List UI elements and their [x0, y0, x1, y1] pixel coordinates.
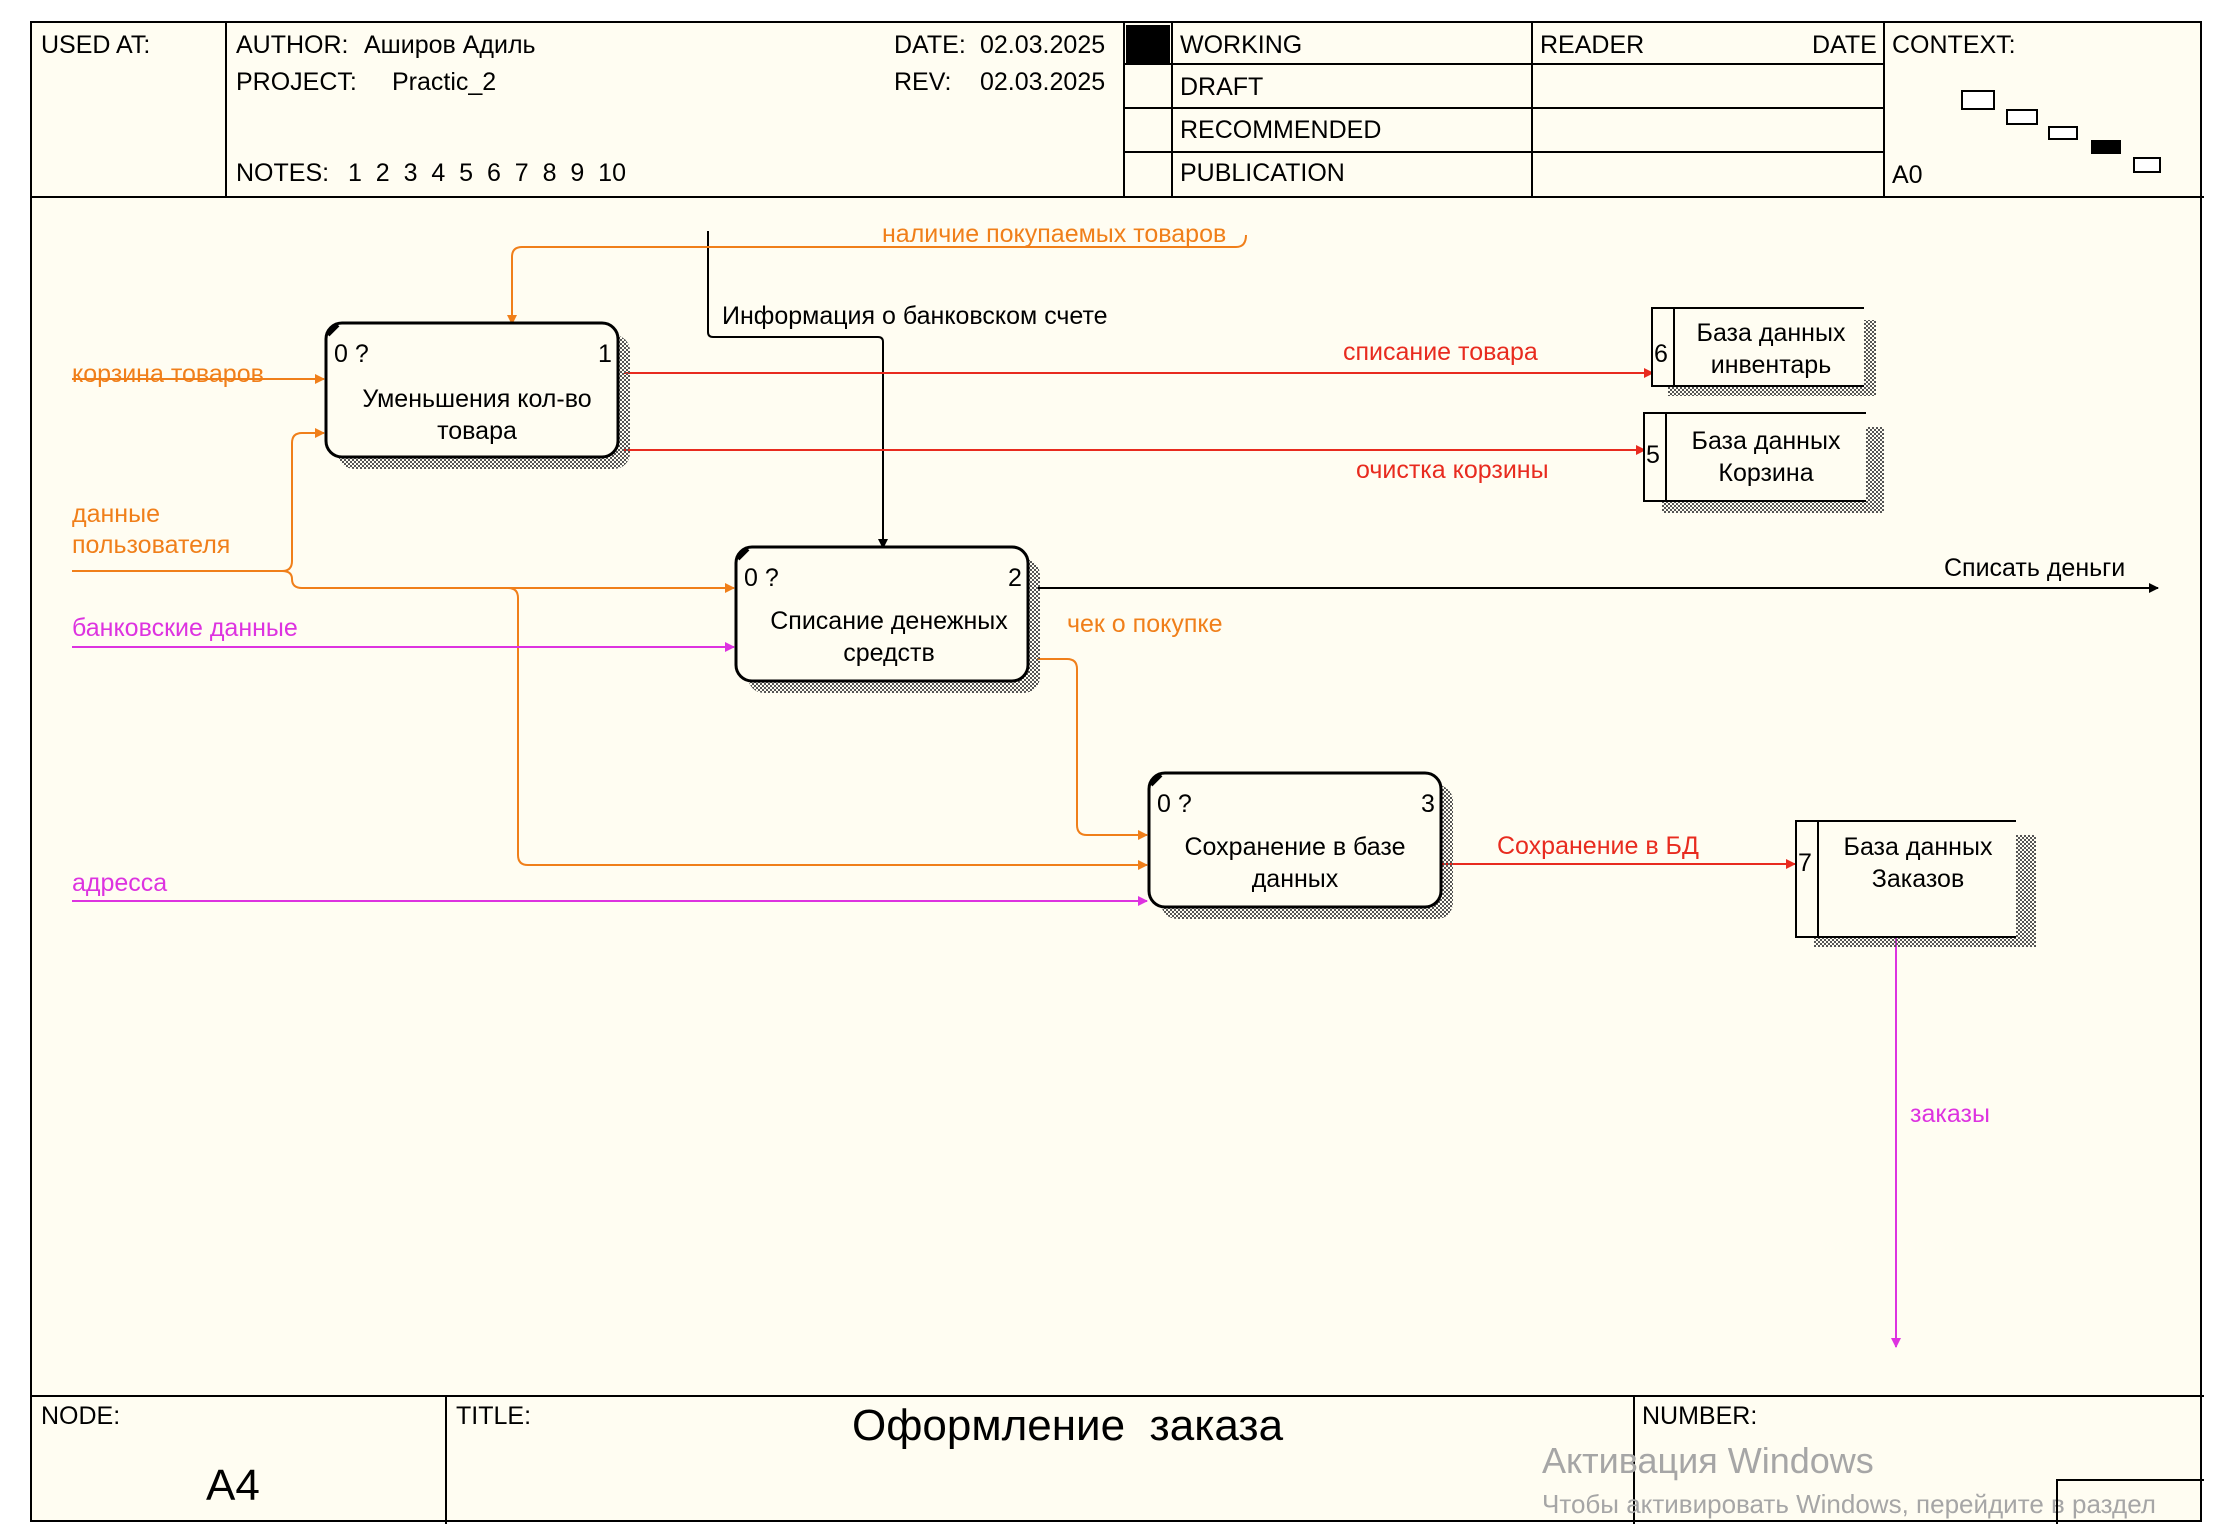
label-dannye-2: пользователя	[72, 531, 231, 559]
project-value: Practic_2	[392, 68, 497, 96]
status-working: WORKING	[1180, 31, 1303, 59]
date-label: DATE:	[894, 31, 966, 59]
activity-box-2[interactable]	[734, 545, 1040, 693]
store-7-label: База данных Заказов	[1843, 833, 1993, 893]
activity-box-1[interactable]	[324, 321, 630, 469]
number-label: NUMBER:	[1642, 1402, 1758, 1430]
project-label: PROJECT:	[236, 68, 357, 96]
label-nalichie: наличие покупаемых товаров	[882, 220, 1227, 248]
node-value: A4	[206, 1461, 260, 1510]
notes-label: NOTES:	[236, 159, 330, 187]
context-label: CONTEXT:	[1892, 31, 2016, 59]
diagram-title: Оформление заказа	[852, 1401, 1284, 1450]
data-store-5[interactable]	[1643, 412, 1884, 513]
store-5-label: База данных Корзина	[1691, 427, 1841, 487]
rev-value: 02.03.2025	[980, 68, 1106, 96]
status-recommended: RECOMMENDED	[1180, 116, 1382, 144]
activity-box-3[interactable]	[1147, 771, 1453, 919]
label-bank-data: банковские данные	[72, 614, 298, 642]
activity-2-corner: 0 ?	[744, 564, 779, 592]
label-spisanie-tovara: списание товара	[1343, 338, 1538, 366]
store-7-number: 7	[1798, 849, 1812, 877]
context-thumbnail	[1961, 90, 2161, 173]
activity-1-number: 1	[598, 340, 612, 368]
orange-arrows	[72, 234, 1247, 870]
arrow-nalichie	[507, 234, 1247, 325]
label-spisat-dengi: Списать деньги	[1944, 554, 2126, 582]
activity-1-label: Уменьшения кол-во товара	[362, 385, 592, 445]
author-label: AUTHOR:	[236, 31, 349, 59]
data-store-6[interactable]	[1651, 307, 1876, 396]
label-save-db: Сохранение в БД	[1497, 832, 1699, 860]
activity-3-label: Сохранение в базе данных	[1184, 833, 1406, 893]
label-adresa: адресса	[72, 869, 168, 897]
activity-2-label: Списание денежных средств	[770, 607, 1008, 667]
arrow-dannye-to-2	[281, 570, 735, 593]
label-zakazy: заказы	[1910, 1100, 1990, 1128]
label-chek: чек о покупке	[1067, 610, 1223, 638]
red-arrows	[624, 368, 1796, 869]
store-6-label: База данных инвентарь	[1696, 319, 1846, 379]
label-ochistka: очистка корзины	[1356, 456, 1549, 484]
reader-date-label: DATE	[1812, 31, 1877, 59]
activity-3-corner: 0 ?	[1157, 790, 1192, 818]
arrow-dannye-up	[281, 428, 325, 572]
label-korzina: корзина товаров	[72, 360, 264, 388]
diagram-frame: USED AT: AUTHOR: Аширов Адиль PROJECT: P…	[30, 21, 2204, 1524]
watermark-title: Активация Windows	[1542, 1440, 1874, 1481]
data-store-7[interactable]	[1795, 820, 2036, 947]
rev-label: REV:	[894, 68, 952, 96]
watermark-subtitle: Чтобы активировать Windows, перейдите в …	[1542, 1489, 2156, 1519]
working-indicator	[1126, 25, 1170, 63]
footer-corner-box	[2056, 1479, 2204, 1524]
activity-2-number: 2	[1008, 564, 1022, 592]
date-value: 02.03.2025	[980, 31, 1106, 59]
author-value: Аширов Адиль	[364, 31, 536, 59]
header-grid	[32, 23, 2204, 198]
magenta-arrows	[72, 642, 1901, 1348]
title-label: TITLE:	[456, 1402, 532, 1430]
label-bank-info: Информация о банковском счете	[722, 302, 1108, 330]
arrow-chek	[1037, 658, 1148, 840]
status-publication: PUBLICATION	[1180, 159, 1345, 187]
status-draft: DRAFT	[1180, 73, 1264, 101]
arrow-bank-info	[707, 231, 888, 549]
black-arrows	[707, 231, 2159, 593]
store-6-number: 6	[1654, 340, 1668, 368]
footer-grid	[32, 1395, 2204, 1524]
notes-values: 1 2 3 4 5 6 7 8 9 10	[348, 159, 626, 187]
activity-3-number: 3	[1421, 790, 1435, 818]
arrow-dannye-to-3	[507, 587, 1148, 870]
idef0-diagram	[32, 23, 2204, 1524]
node-label: NODE:	[41, 1402, 121, 1430]
store-5-number: 5	[1646, 441, 1660, 469]
reader-label: READER	[1540, 31, 1645, 59]
label-dannye-1: данные	[72, 500, 160, 528]
context-node: A0	[1892, 161, 1923, 189]
used-at-label: USED AT:	[41, 31, 151, 59]
activity-1-corner: 0 ?	[334, 340, 369, 368]
